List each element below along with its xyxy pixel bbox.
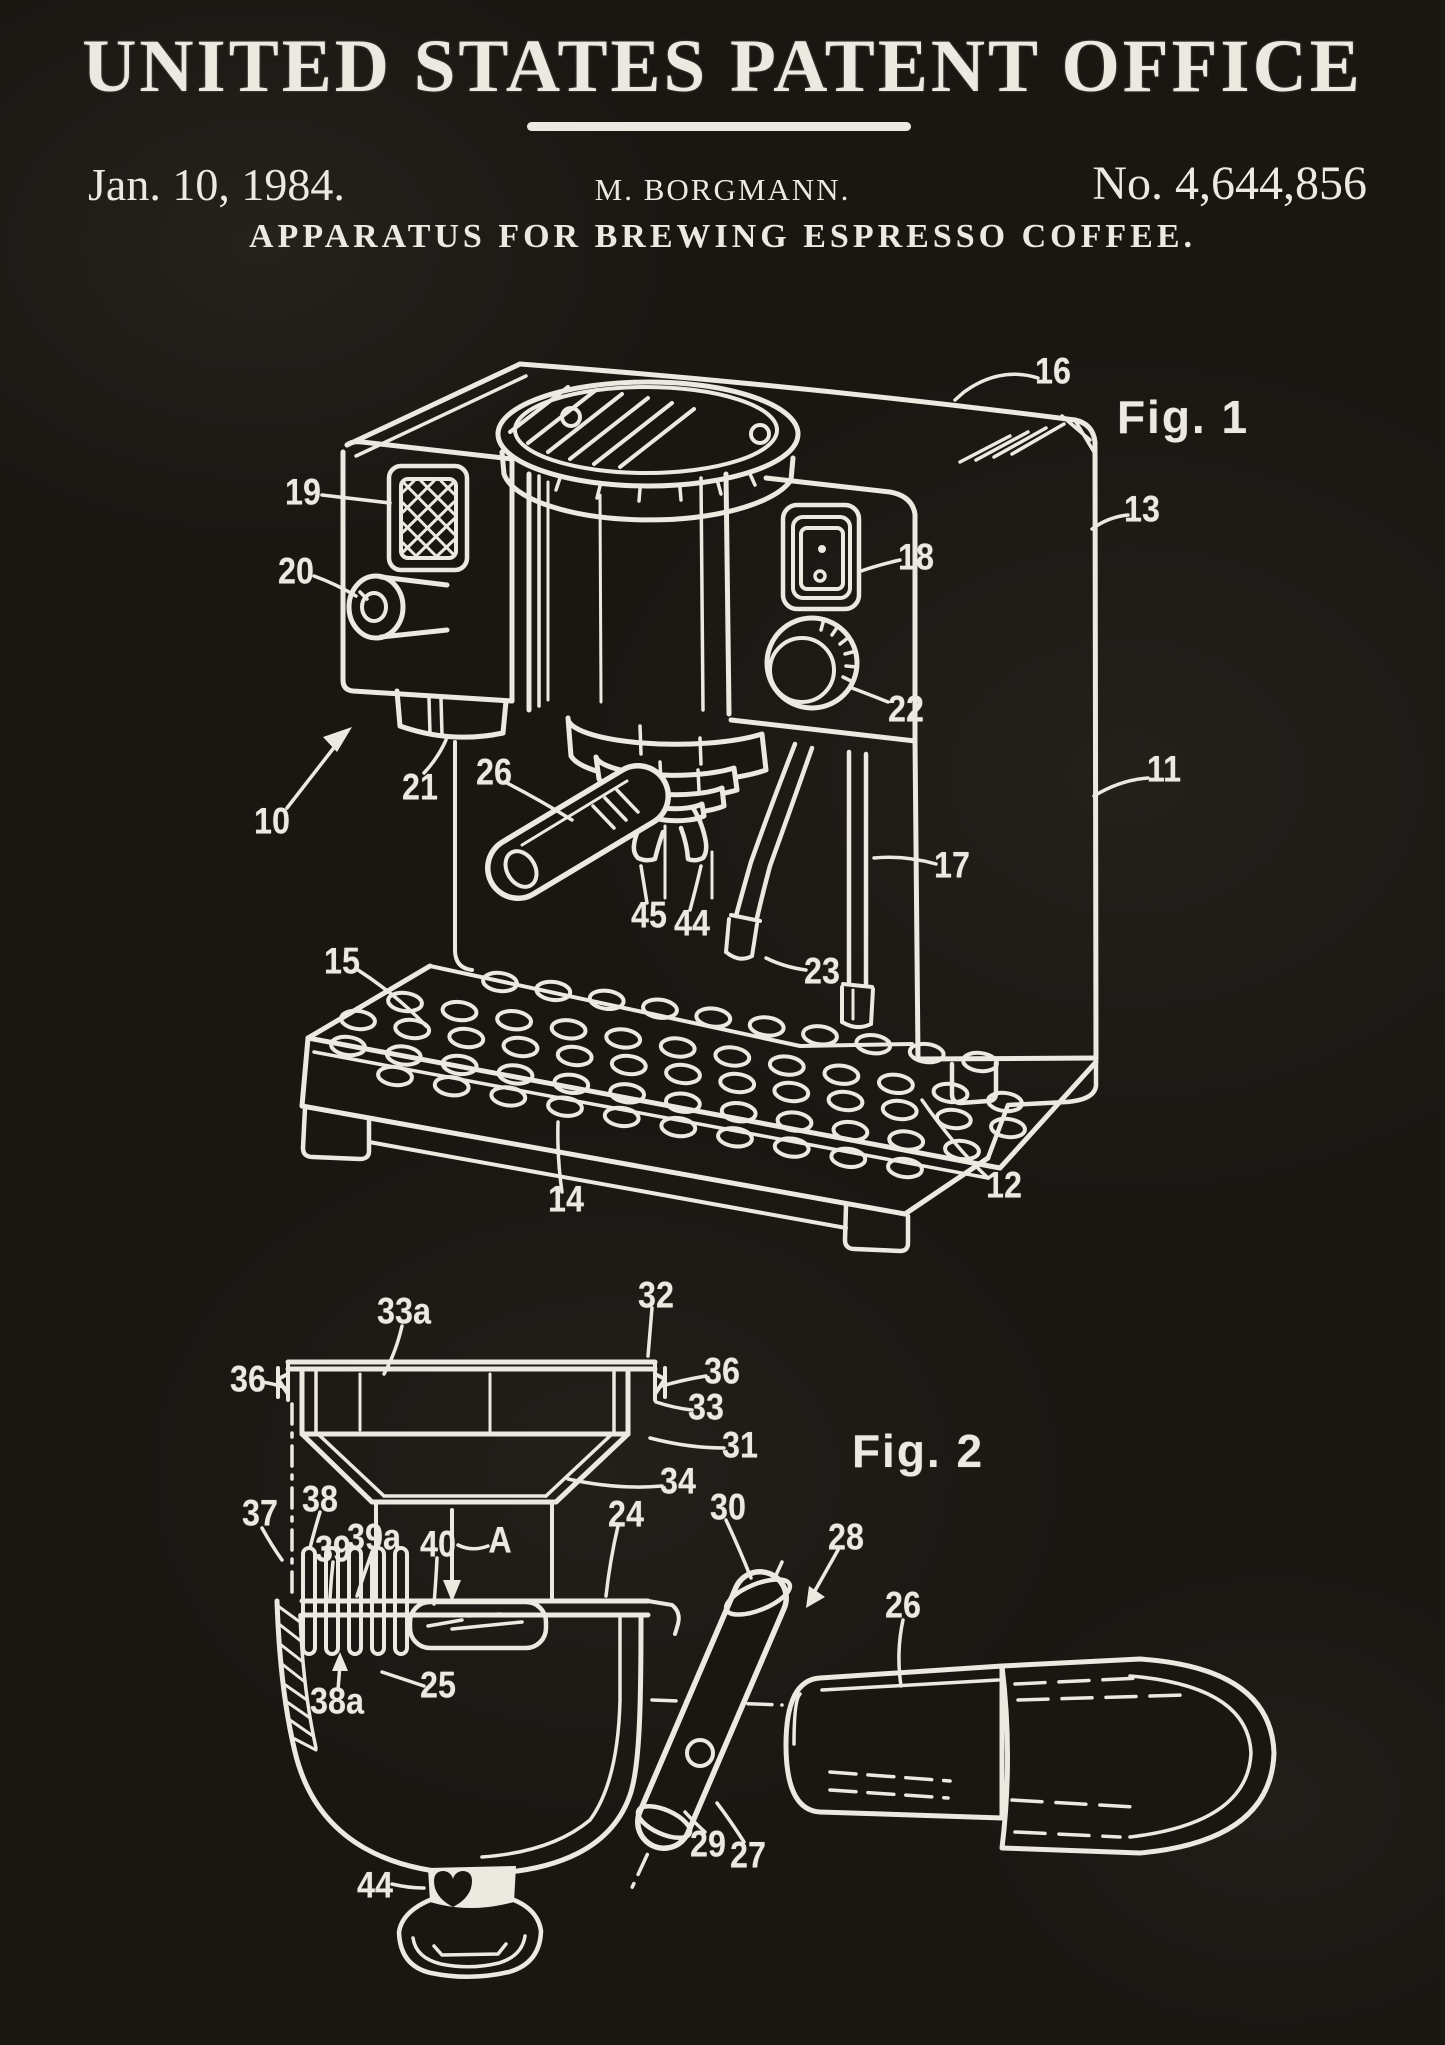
fig2-callout-39: 39 — [315, 1528, 351, 1570]
patent-date: Jan. 10, 1984. — [88, 159, 345, 210]
fig2-callout-32: 32 — [638, 1274, 674, 1316]
fig1-callout-22: 22 — [888, 688, 924, 730]
fig2-callout-33a: 33a — [377, 1290, 431, 1332]
fig1-callout-11: 11 — [1146, 748, 1182, 790]
fig2-label: Fig. 2 — [851, 1425, 985, 1477]
fig2-callout-37: 37 — [242, 1492, 278, 1534]
fig2-callout-36: 36 — [704, 1350, 740, 1392]
inventor-name: M. BORGMANN. — [594, 172, 851, 207]
fig2-callout-33: 33 — [688, 1386, 724, 1428]
fig2-callout-A: A — [488, 1519, 512, 1561]
fig1-callout-15: 15 — [324, 940, 360, 982]
fig1-callout-21: 21 — [402, 766, 438, 808]
fig2-callout-25: 25 — [420, 1664, 456, 1706]
fig2-callout-38a: 38a — [310, 1680, 364, 1722]
header-rule — [527, 122, 911, 131]
fig1-callout-12: 12 — [986, 1164, 1022, 1206]
fig2-callout-29: 29 — [690, 1823, 726, 1865]
fig1-callout-10: 10 — [254, 800, 290, 842]
fig2-callout-30: 30 — [710, 1486, 746, 1528]
fig1-callout-45: 45 — [631, 894, 667, 936]
fig1-label: Fig. 1 — [1116, 391, 1250, 443]
fig1-callout-23: 23 — [804, 950, 840, 992]
fig2-callout-27: 27 — [730, 1834, 766, 1876]
fig2-callout-24: 24 — [608, 1493, 644, 1535]
fig2-callout-38: 38 — [302, 1478, 338, 1520]
fig1-callout-19: 19 — [285, 471, 321, 513]
fig1-callout-20: 20 — [278, 550, 314, 592]
fig2-callout-34: 34 — [660, 1460, 696, 1502]
fig2-callout-26: 26 — [885, 1584, 921, 1626]
fig2-callout-36: 36 — [230, 1358, 266, 1400]
fig2-callout-39a: 39a — [347, 1516, 401, 1558]
patent-number: No. 4,644,856 — [1092, 157, 1367, 210]
fig1-callout-13: 13 — [1124, 488, 1160, 530]
fig1-callout-44: 44 — [674, 902, 710, 944]
fig1-callout-17: 17 — [934, 844, 970, 886]
invention-title: APPARATUS FOR BREWING ESPRESSO COFFEE. — [249, 218, 1196, 255]
fig2-callout-40: 40 — [420, 1523, 456, 1565]
fig2-callout-44: 44 — [357, 1864, 393, 1906]
fig1-callout-26: 26 — [476, 751, 512, 793]
fig2-callout-31: 31 — [722, 1424, 758, 1466]
fig1-callout-14: 14 — [548, 1178, 584, 1220]
fig1-callout-18: 18 — [898, 536, 934, 578]
fig1-callout-16: 16 — [1035, 350, 1071, 392]
fig2-callout-28: 28 — [828, 1516, 864, 1558]
patent-office-title: UNITED STATES PATENT OFFICE — [82, 25, 1363, 108]
